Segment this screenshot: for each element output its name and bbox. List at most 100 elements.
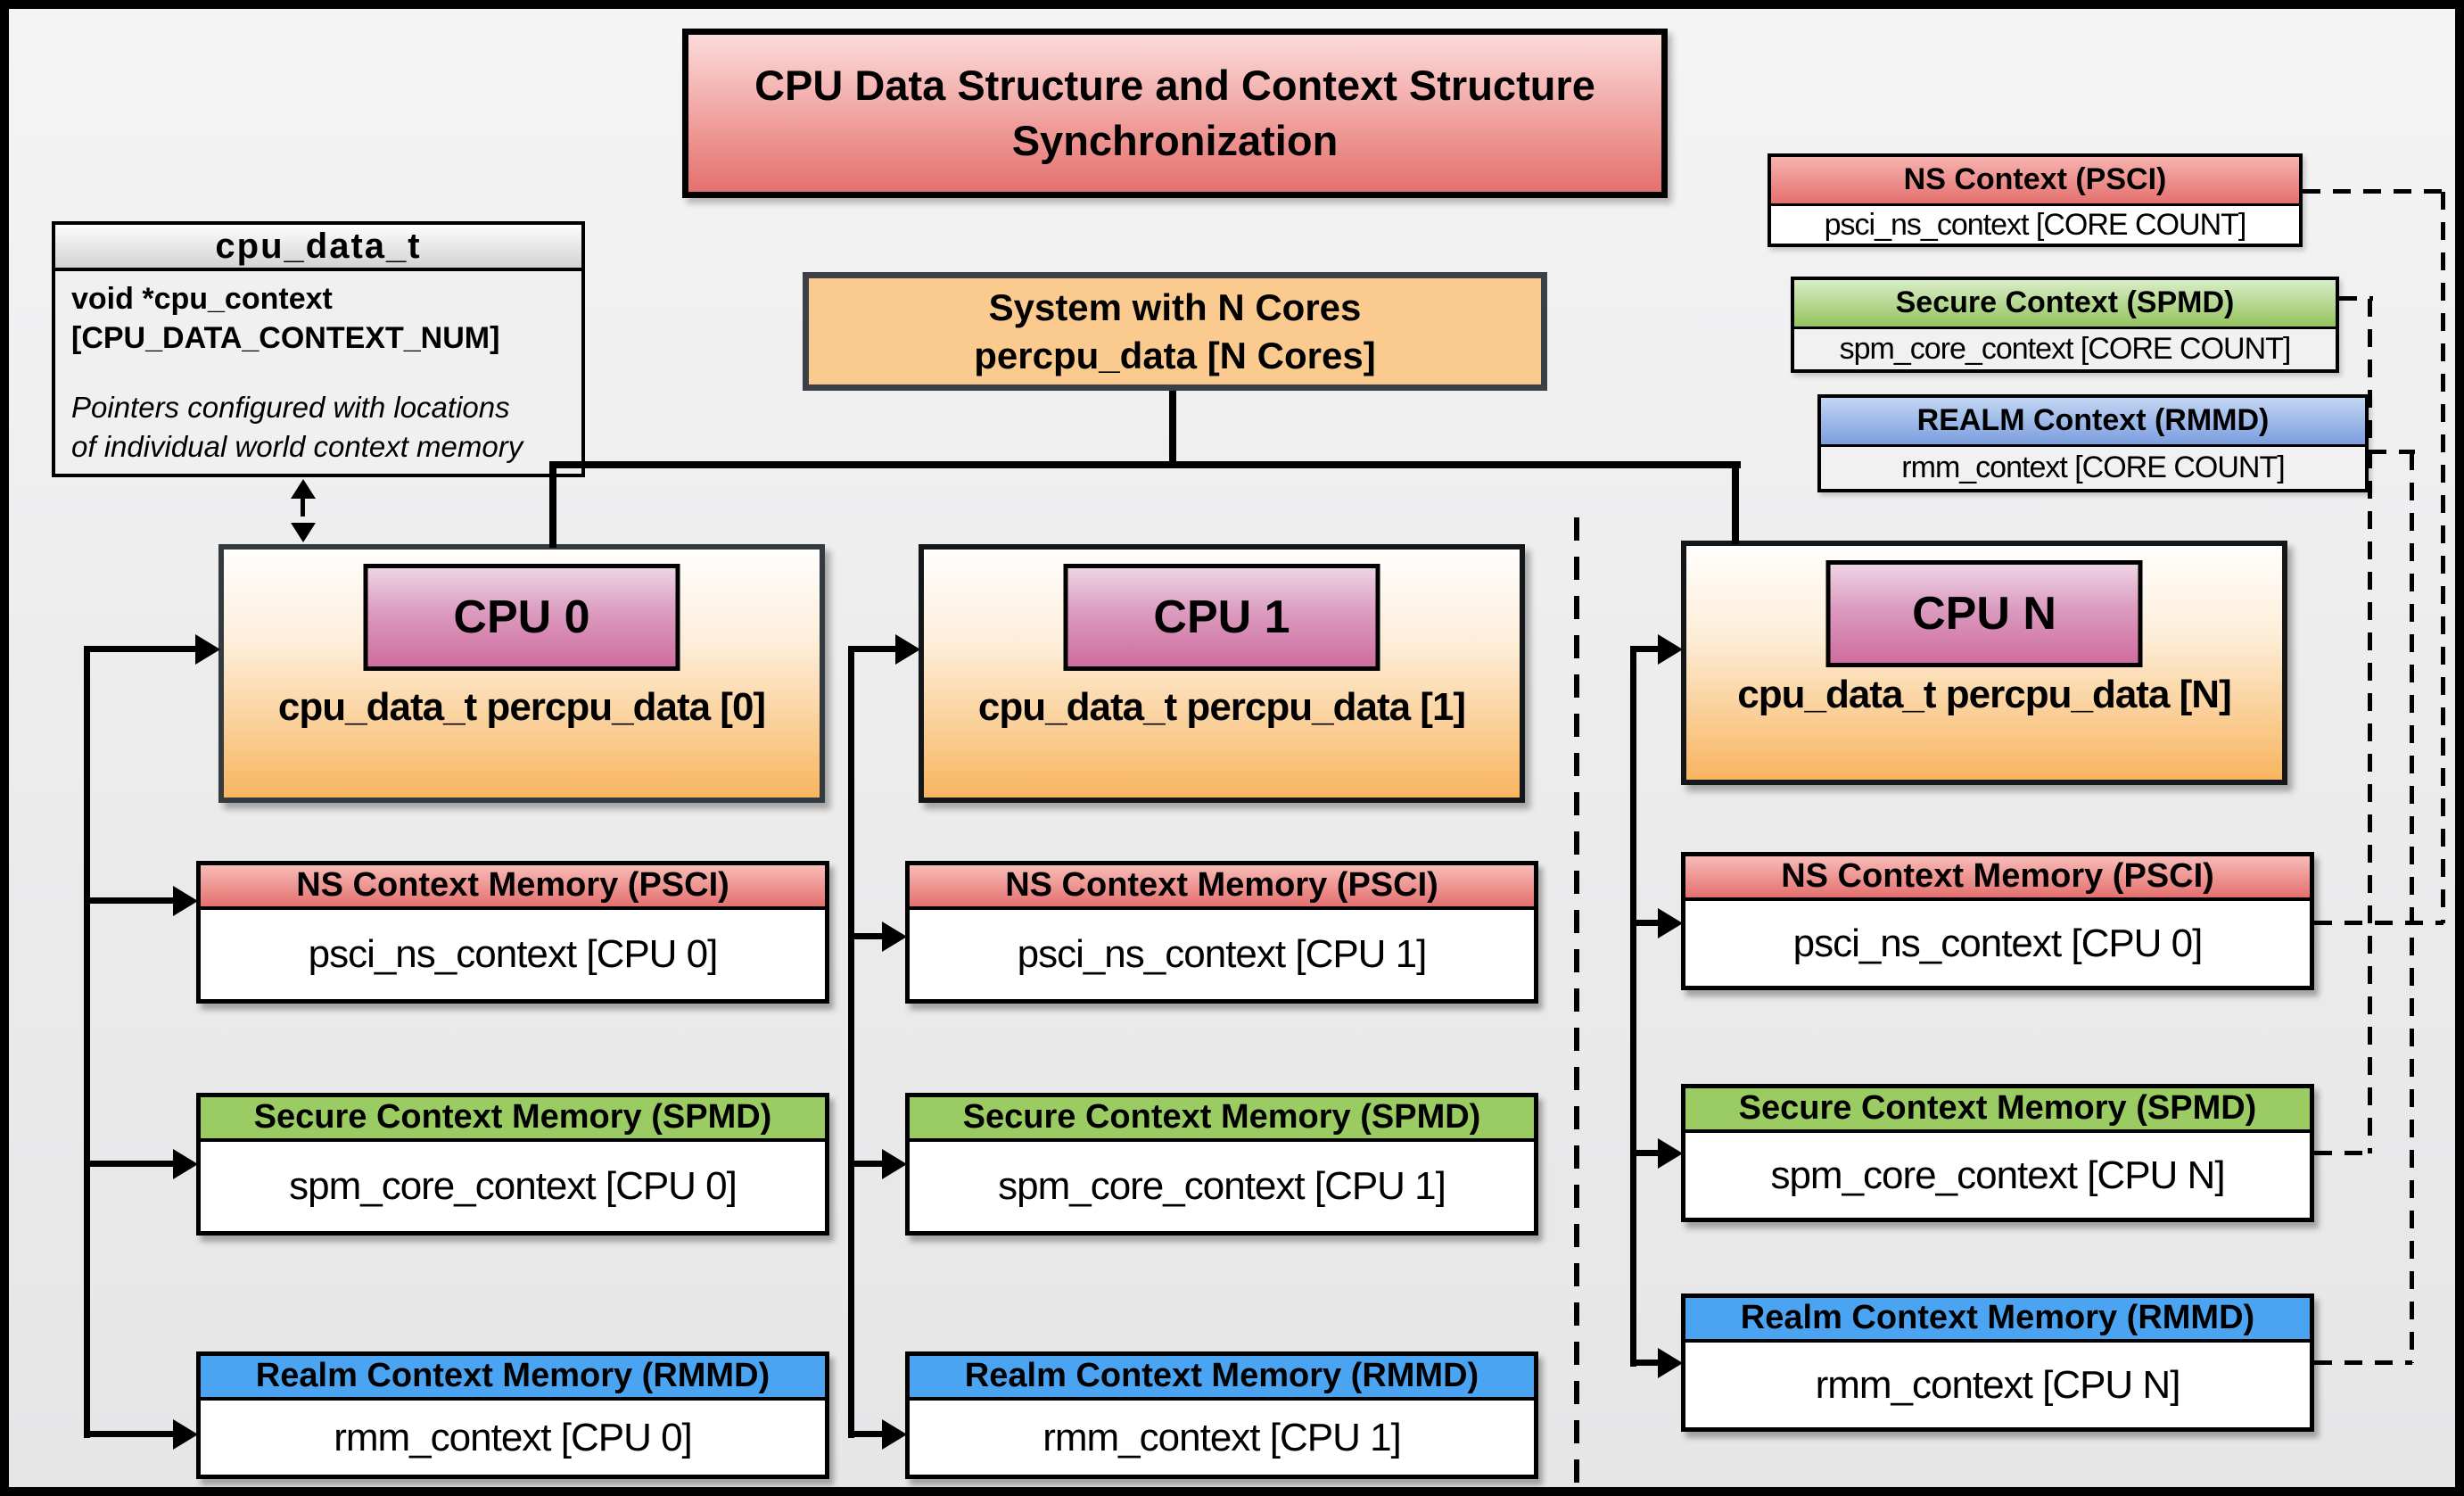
- cpu1-stub-realm: [848, 1431, 885, 1437]
- struct-link-dashed-line: [301, 499, 305, 523]
- cpuN-box: CPU N cpu_data_t percpu_data [N]: [1681, 541, 2287, 785]
- system-box: System with N Cores percpu_data [N Cores…: [803, 272, 1547, 391]
- secure-link-top-horizontal: [2339, 296, 2373, 301]
- cpuN-secure-memory-body: spm_core_context [CPU N]: [1770, 1153, 2225, 1197]
- cpuN-realm-memory-box: Realm Context Memory (RMMD) rmm_context …: [1681, 1294, 2314, 1432]
- cpuN-stub-secure: [1630, 1150, 1662, 1156]
- struct-field-line2: [CPU_DATA_CONTEXT_NUM]: [71, 320, 500, 355]
- cpu0-arrow-cpu: [195, 634, 220, 665]
- cpu0-trunk-line: [84, 646, 90, 1438]
- cpuN-chip: CPU N: [1825, 560, 2143, 667]
- cpu0-ns-memory-header: NS Context Memory (PSCI): [201, 865, 825, 910]
- cpu0-realm-memory-body: rmm_context [CPU 0]: [334, 1415, 693, 1459]
- branch-drop-cpuN: [1732, 461, 1739, 544]
- cpu-data-struct-header: cpu_data_t: [55, 225, 581, 271]
- struct-note: Pointers configured with locations of in…: [71, 388, 565, 466]
- diagram-title: CPU Data Structure and Context Structure…: [682, 29, 1668, 198]
- cpuN-arrow-realm: [1658, 1348, 1683, 1378]
- cpu0-box: CPU 0 cpu_data_t percpu_data [0]: [218, 544, 825, 803]
- ns-link-vertical: [2441, 192, 2445, 923]
- cpuN-realm-memory-header: Realm Context Memory (RMMD): [1685, 1298, 2310, 1343]
- secure-link-bottom-horizontal: [2314, 1151, 2370, 1155]
- cpuN-ns-memory-box: NS Context Memory (PSCI) psci_ns_context…: [1681, 852, 2314, 990]
- struct-field-line1: void *cpu_context: [71, 282, 333, 316]
- cpuN-realm-memory-body: rmm_context [CPU N]: [1815, 1362, 2181, 1407]
- ns-link-bottom-horizontal: [2314, 921, 2443, 925]
- cpu-data-struct-body: void *cpu_context [CPU_DATA_CONTEXT_NUM]…: [55, 271, 581, 475]
- realm-link-top-horizontal: [2369, 450, 2415, 454]
- cpu0-realm-memory-box: Realm Context Memory (RMMD) rmm_context …: [196, 1351, 829, 1479]
- cpu1-data-label: cpu_data_t percpu_data [1]: [977, 685, 1466, 729]
- cpu0-realm-memory-header: Realm Context Memory (RMMD): [201, 1356, 825, 1401]
- cpu0-arrow-secure: [173, 1149, 198, 1179]
- cpu1-ns-memory-header: NS Context Memory (PSCI): [910, 865, 1534, 910]
- cpu1-arrow-cpu: [895, 634, 920, 665]
- cpu0-stub-ns: [84, 897, 175, 904]
- branch-horizontal-line: [549, 461, 1741, 468]
- cpu1-secure-memory-body: spm_core_context [CPU 1]: [998, 1164, 1446, 1208]
- ns-link-top-horizontal: [2303, 189, 2443, 194]
- system-box-line2: percpu_data [N Cores]: [974, 334, 1376, 376]
- cpu1-chip: CPU 1: [1063, 564, 1380, 671]
- cpu0-arrow-realm: [173, 1419, 198, 1450]
- cpu1-secure-memory-header: Secure Context Memory (SPMD): [910, 1097, 1534, 1142]
- cpuN-arrow-ns: [1658, 908, 1683, 938]
- struct-note-line1: Pointers configured with locations: [71, 391, 510, 425]
- cpu1-ns-memory-box: NS Context Memory (PSCI) psci_ns_context…: [905, 861, 1538, 1004]
- legend-secure-header: Secure Context (SPMD): [1794, 280, 2336, 329]
- legend-realm-body: rmm_context [CORE COUNT]: [1821, 447, 2365, 489]
- cpu0-secure-memory-body: spm_core_context [CPU 0]: [289, 1164, 738, 1208]
- struct-note-line2: of individual world context memory: [71, 429, 523, 463]
- cpu0-stub-cpu: [84, 646, 197, 652]
- legend-ns-header: NS Context (PSCI): [1771, 157, 2299, 206]
- struct-link-arrow-down: [291, 523, 316, 542]
- cpuN-stub-ns: [1630, 920, 1662, 926]
- cpu1-stub-ns: [848, 933, 885, 939]
- cpu0-data-label: cpu_data_t percpu_data [0]: [277, 685, 766, 729]
- cpuN-trunk-line: [1630, 646, 1636, 1367]
- cpuN-arrow-cpu: [1658, 634, 1683, 665]
- legend-realm-header: REALM Context (RMMD): [1821, 398, 2365, 447]
- legend-ns-context: NS Context (PSCI) psci_ns_context [CORE …: [1768, 153, 2303, 247]
- legend-secure-context: Secure Context (SPMD) spm_core_context […: [1791, 277, 2339, 373]
- cpu0-ns-memory-body: psci_ns_context [CPU 0]: [308, 932, 719, 976]
- cpuN-data-label: cpu_data_t percpu_data [N]: [1737, 673, 2231, 716]
- cpu1-arrow-ns: [882, 922, 907, 952]
- cpu0-ns-memory-box: NS Context Memory (PSCI) psci_ns_context…: [196, 861, 829, 1004]
- diagram-title-line1: CPU Data Structure and Context Structure: [754, 61, 1595, 109]
- cpuN-arrow-secure: [1658, 1138, 1683, 1169]
- cpu-data-struct-box: cpu_data_t void *cpu_context [CPU_DATA_C…: [52, 221, 585, 477]
- column-separator-dashed-line: [1574, 517, 1579, 1485]
- legend-realm-context: REALM Context (RMMD) rmm_context [CORE C…: [1817, 394, 2369, 492]
- cpu1-trunk-line: [848, 646, 854, 1438]
- cpu1-box: CPU 1 cpu_data_t percpu_data [1]: [919, 544, 1525, 803]
- cpu0-arrow-ns: [173, 886, 198, 916]
- system-box-line1: System with N Cores: [988, 285, 1362, 328]
- cpu1-stub-secure: [848, 1161, 885, 1167]
- cpuN-secure-memory-header: Secure Context Memory (SPMD): [1685, 1088, 2310, 1133]
- cpuN-stub-cpu: [1630, 646, 1662, 652]
- cpu0-chip: CPU 0: [363, 564, 680, 671]
- cpu0-stub-secure: [84, 1161, 175, 1167]
- cpu1-stub-cpu: [848, 646, 898, 652]
- realm-link-vertical: [2410, 452, 2414, 1363]
- legend-ns-body: psci_ns_context [CORE COUNT]: [1771, 206, 2299, 244]
- cpuN-ns-memory-body: psci_ns_context [CPU 0]: [1792, 921, 2204, 965]
- cpu1-realm-memory-box: Realm Context Memory (RMMD) rmm_context …: [905, 1351, 1538, 1479]
- cpu0-secure-memory-header: Secure Context Memory (SPMD): [201, 1097, 825, 1142]
- system-drop-line: [1169, 391, 1176, 468]
- cpu1-realm-memory-body: rmm_context [CPU 1]: [1042, 1415, 1402, 1459]
- cpu0-secure-memory-box: Secure Context Memory (SPMD) spm_core_co…: [196, 1093, 829, 1236]
- cpu1-arrow-secure: [882, 1149, 907, 1179]
- cpu1-arrow-realm: [882, 1419, 907, 1450]
- struct-link-arrow-up: [291, 479, 316, 499]
- branch-drop-cpu0: [549, 461, 556, 548]
- cpu1-realm-memory-header: Realm Context Memory (RMMD): [910, 1356, 1534, 1401]
- legend-secure-body: spm_core_context [CORE COUNT]: [1794, 329, 2336, 369]
- secure-link-vertical: [2368, 299, 2372, 1153]
- cpuN-secure-memory-box: Secure Context Memory (SPMD) spm_core_co…: [1681, 1084, 2314, 1222]
- cpu1-secure-memory-box: Secure Context Memory (SPMD) spm_core_co…: [905, 1093, 1538, 1236]
- cpuN-stub-realm: [1630, 1360, 1662, 1366]
- cpu1-ns-memory-body: psci_ns_context [CPU 1]: [1017, 932, 1428, 976]
